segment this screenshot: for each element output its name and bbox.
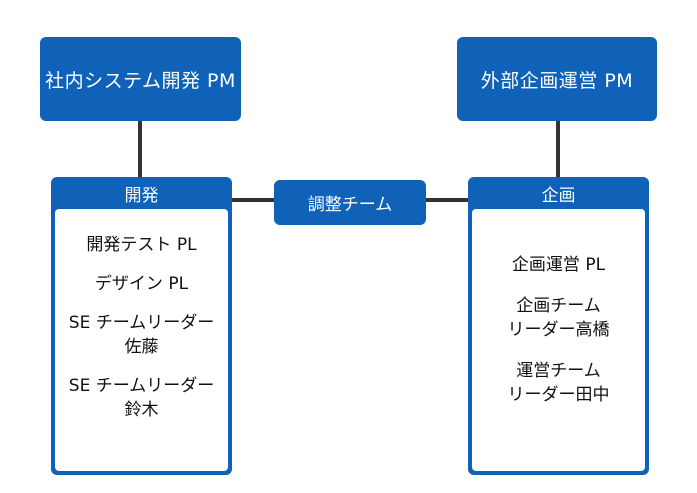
team-plan-members: 企画運営 PL 企画チーム リーダー高橋 運営チーム リーダー田中 <box>472 209 645 471</box>
team-dev-title: 開発 <box>124 185 159 206</box>
coordination-team-box: 調整チーム <box>274 180 426 225</box>
team-dev-member: デザイン PL <box>94 274 189 294</box>
pm-external-planning-ops-label: 外部企画運営 PM <box>480 69 634 92</box>
team-plan-member: 運営チーム リーダー田中 <box>507 361 610 405</box>
team-plan-box: 企画 企画運営 PL 企画チーム リーダー高橋 運営チーム リーダー田中 <box>468 177 649 475</box>
team-dev-members: 開発テスト PL デザイン PL SE チームリーダー 佐藤 SE チームリーダ… <box>55 209 228 471</box>
team-dev-member: SE チームリーダー 鈴木 <box>68 376 215 420</box>
pm-internal-system-dev-label: 社内システム開発 PM <box>45 69 236 92</box>
pm-internal-system-dev: 社内システム開発 PM <box>40 37 241 121</box>
coordination-team-label: 調整チーム <box>307 195 393 215</box>
pm-external-planning-ops: 外部企画運営 PM <box>457 37 657 121</box>
team-dev-member: 開発テスト PL <box>86 235 197 255</box>
team-plan-member: 企画運営 PL <box>511 255 606 275</box>
team-dev-member: SE チームリーダー 佐藤 <box>68 313 215 357</box>
team-dev-box: 開発 開発テスト PL デザイン PL SE チームリーダー 佐藤 SE チーム… <box>51 177 232 475</box>
team-plan-title: 企画 <box>541 185 576 206</box>
team-plan-member: 企画チーム リーダー高橋 <box>507 296 610 340</box>
